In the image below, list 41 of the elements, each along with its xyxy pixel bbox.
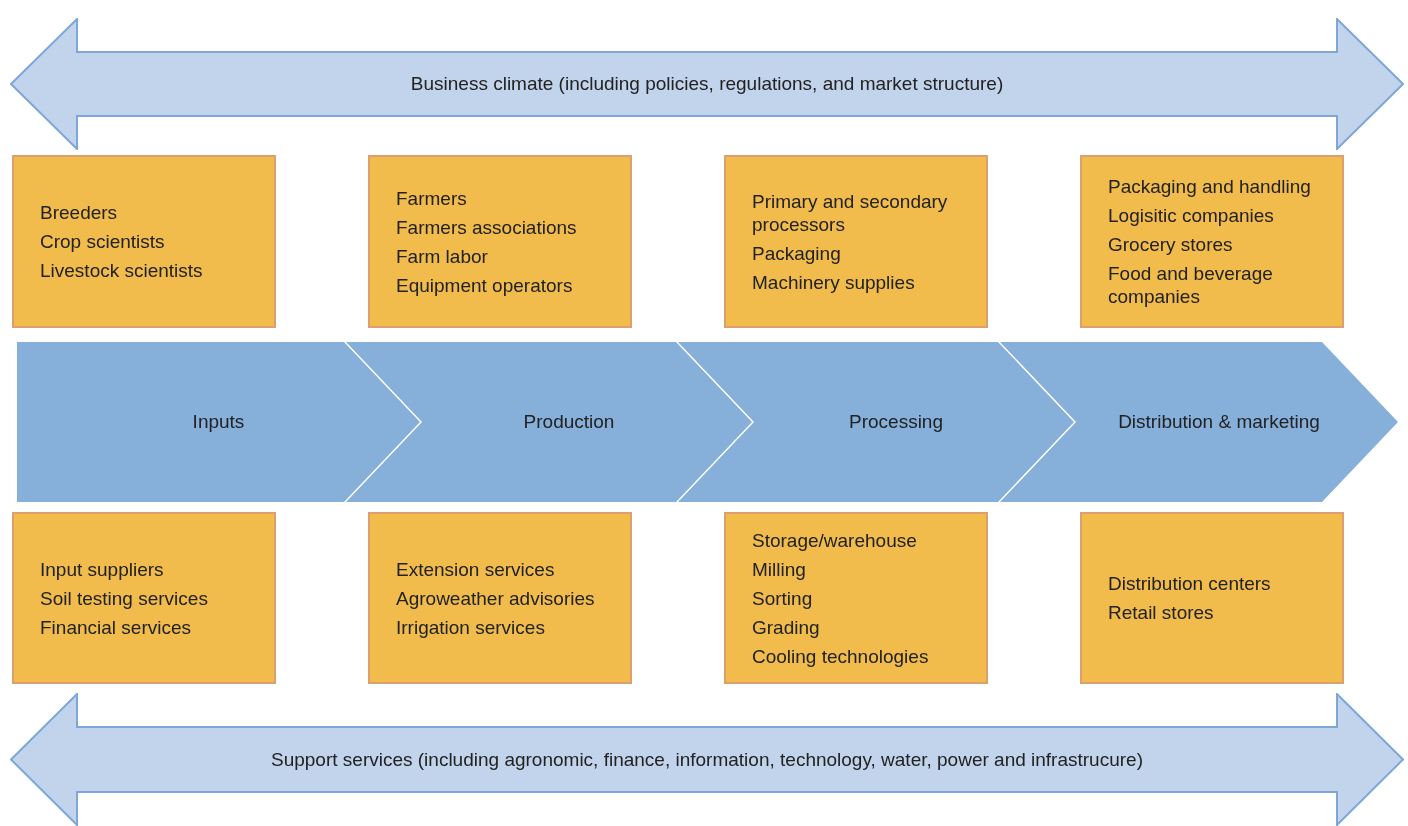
stage-label: Inputs [192,411,245,433]
list-item: Food and beverage companies [1108,262,1274,308]
actor-box [724,512,988,684]
list-item: Packaging [752,241,842,265]
list-item: Primary and secondary processors [752,189,949,236]
stage-label: Processing [849,411,943,433]
list-item: Distribution centers [1108,572,1272,595]
banner-text: Business climate (including policies, regulations, and market structure) [410,73,1004,95]
list-item: Breeders [40,201,119,224]
list-item: Grocery stores [1108,233,1234,256]
stage-label: Production [523,411,615,433]
actor-box [1080,155,1344,328]
list-item: Farmers [396,186,468,210]
list-item: Grading [752,615,821,639]
list-item: Agroweather advisories [396,586,596,610]
list-item: Crop scientists [40,230,166,253]
list-item: Storage/warehouse [752,528,918,552]
list-item: Machinery supplies [752,270,916,294]
list-item: Soil testing services [40,586,209,610]
stage-label: Distribution & marketing [1118,411,1320,433]
list-item: Retail stores [1108,601,1215,624]
list-item: Logisitic companies [1108,204,1275,227]
list-item: Input suppliers [40,557,165,581]
list-item: Milling [752,557,807,581]
actor-box [724,155,988,328]
list-item: Farm labor [396,244,489,268]
actor-box [368,155,632,328]
list-item: Cooling technologies [752,644,930,668]
list-item: Farmers associations [396,215,578,239]
list-item: Extension services [396,557,556,581]
banner-text: Support services (including agronomic, finance, information, technology, water, power and infrastrucure) [271,748,1143,771]
list-item: Sorting [752,586,814,610]
actor-box [12,155,276,328]
actor-box [368,512,632,684]
list-item: Packaging and handling [1108,175,1312,198]
list-item: Financial services [40,615,192,639]
list-item: Irrigation services [396,615,546,639]
actor-box [1080,512,1344,684]
list-item: Livestock scientists [40,259,204,282]
actor-box [12,512,276,684]
list-item: Equipment operators [396,273,574,297]
